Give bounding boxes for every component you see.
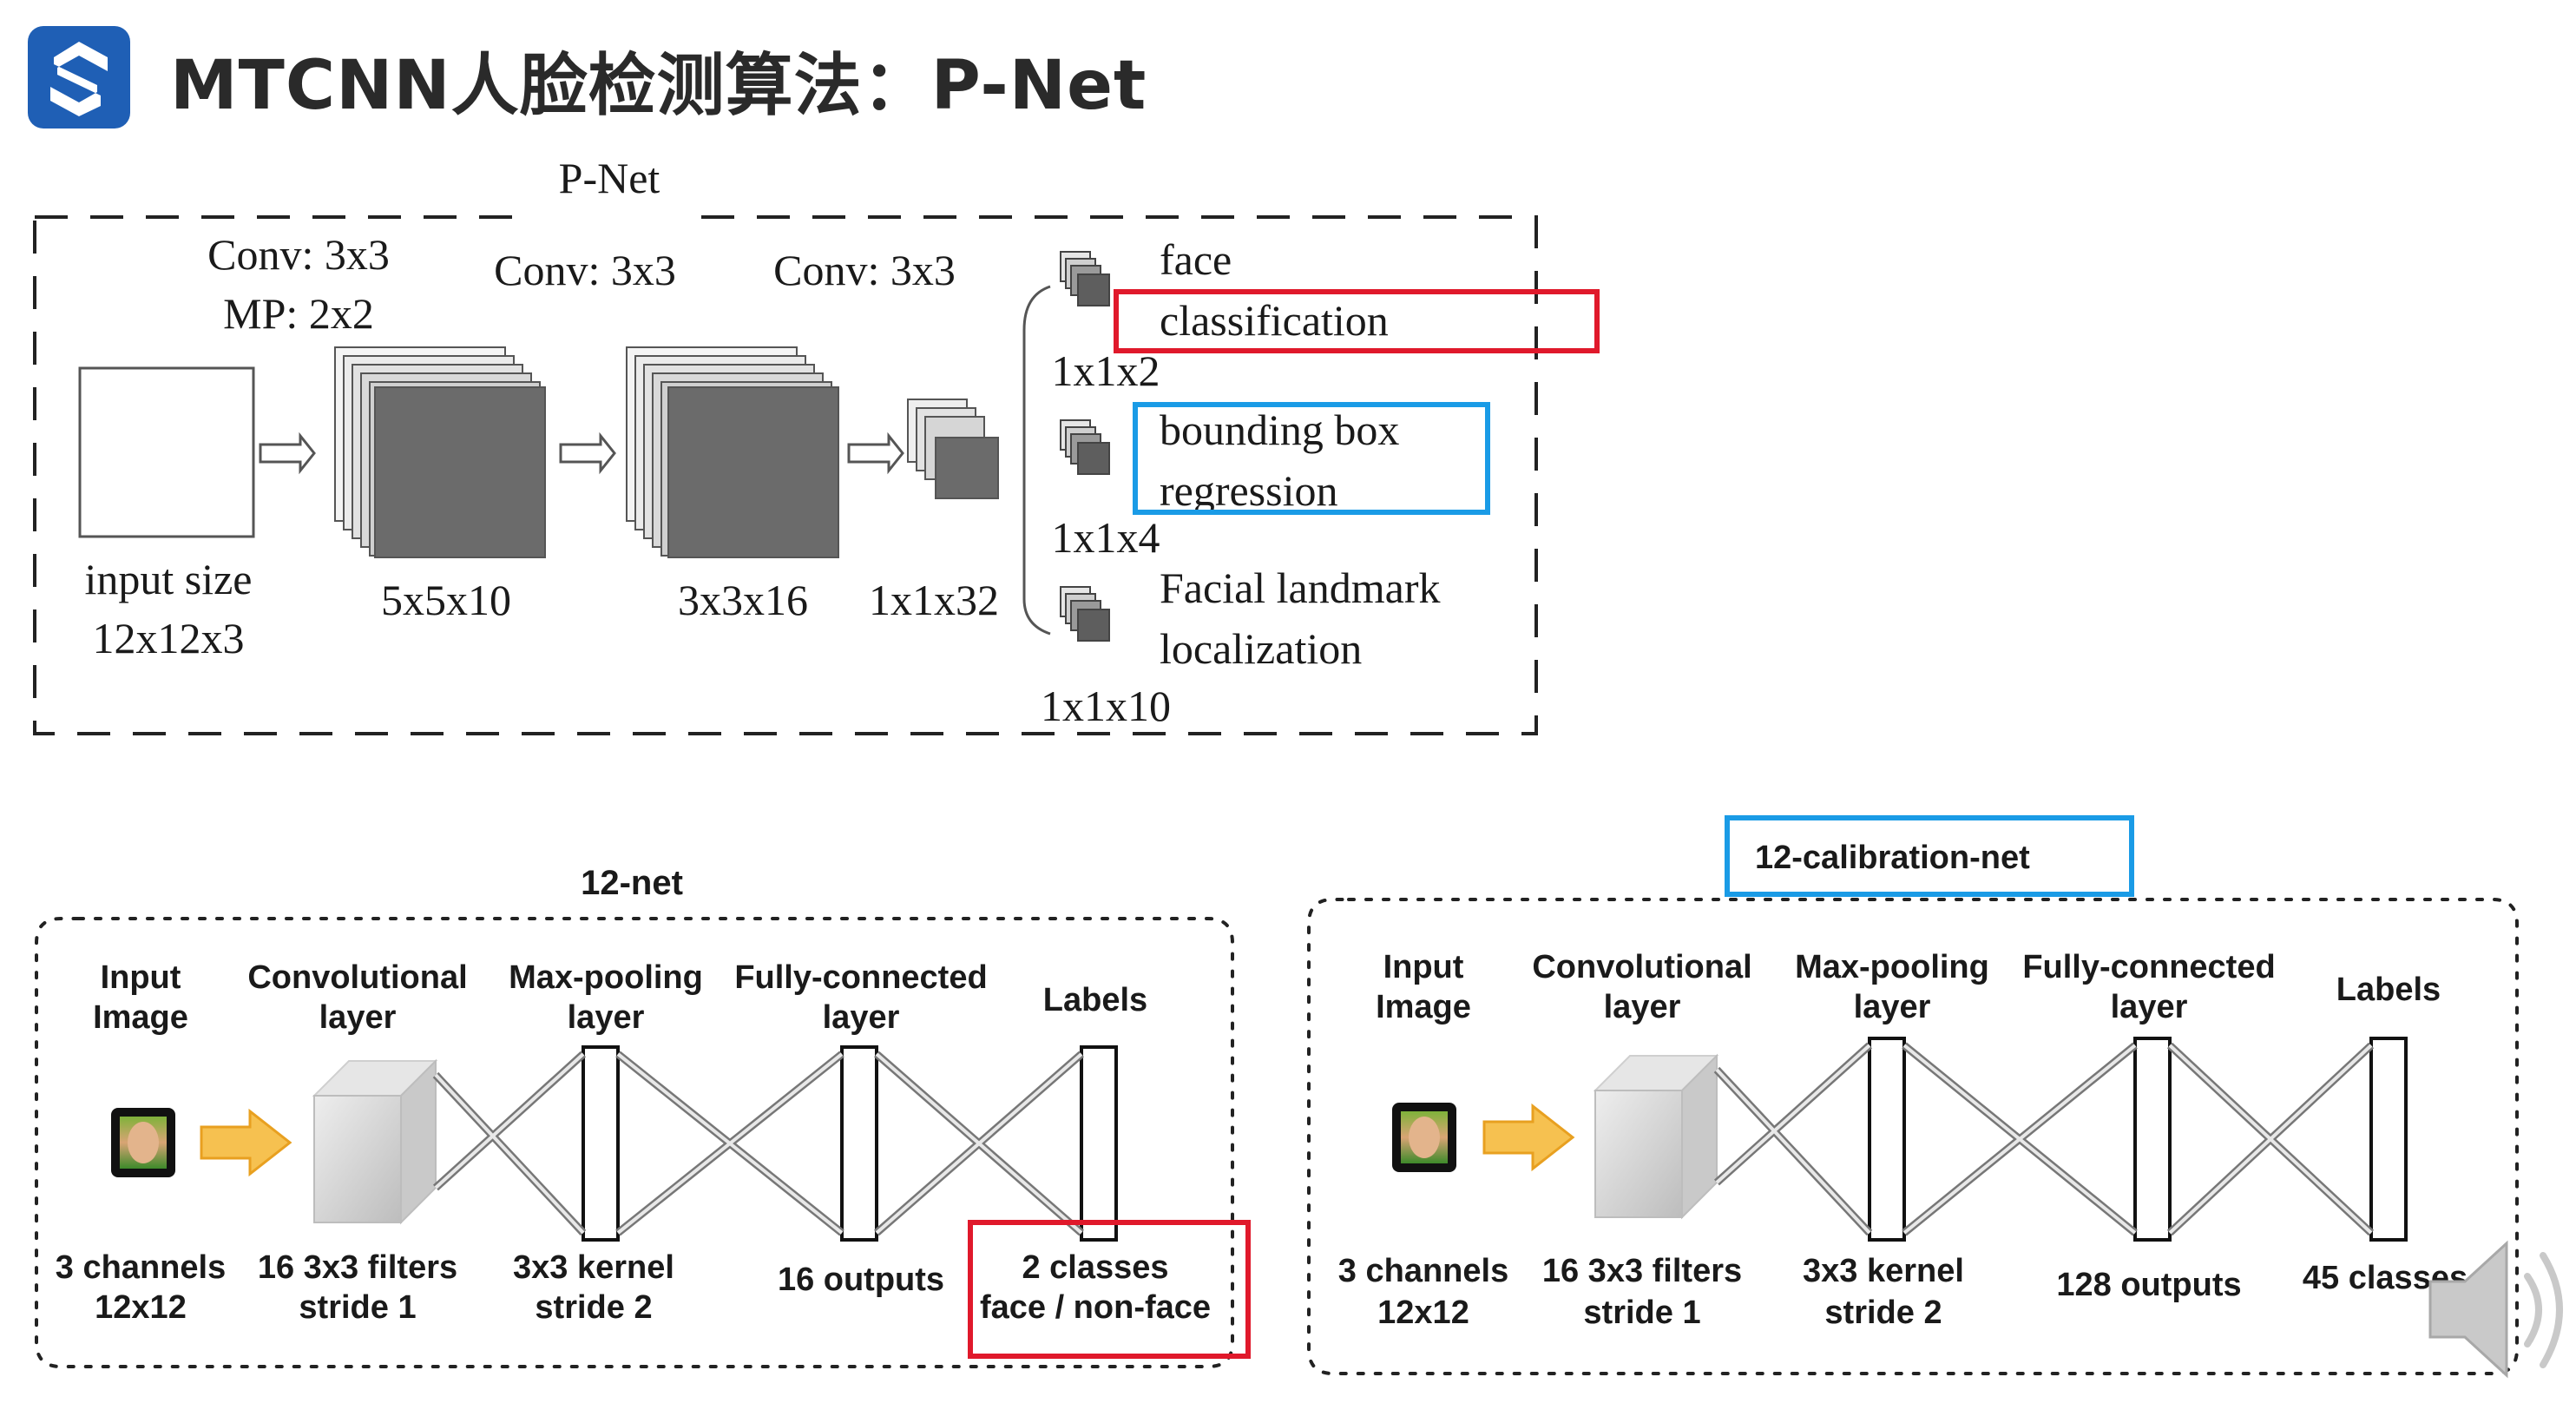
cal12-footer-pool-1: 3x3 kernel <box>1803 1253 1964 1289</box>
net12-footer-labels-1: 2 classes <box>1022 1249 1168 1286</box>
out3-label-b: localization <box>1160 624 1362 673</box>
cal12-footer-conv-2: stride 1 <box>1583 1295 1700 1331</box>
cal12-input-arrow <box>1482 1103 1575 1172</box>
out1-label-b: classification <box>1160 296 1389 345</box>
cal12-conv-cube <box>1593 1053 1719 1220</box>
net12-header-fc-1: Fully-connected <box>734 959 987 996</box>
output-stack-3 <box>1060 586 1110 642</box>
out1-size: 1x1x2 <box>1052 346 1160 395</box>
cal12-border <box>1307 898 2519 1375</box>
net12-footer-labels-2: face / non-face <box>980 1289 1211 1326</box>
cal12-header-pool-2: layer <box>1854 989 1931 1025</box>
cal12-pool-bar <box>1868 1037 1906 1242</box>
pnet-title: P-Net <box>559 154 660 202</box>
net12-header-conv-2: layer <box>319 999 397 1036</box>
net12-footer-input-2: 12x12 <box>95 1289 187 1326</box>
output-stack-1 <box>1060 251 1110 306</box>
arrow-3 <box>847 432 904 475</box>
cal12-header-conv-2: layer <box>1604 989 1681 1025</box>
pnet-border <box>33 215 1538 735</box>
input-size-label: input size <box>84 555 252 603</box>
cal12-header-labels: Labels <box>2336 972 2441 1008</box>
size3-label: 1x1x32 <box>869 576 999 624</box>
conv1-label: Conv: 3x3 <box>207 230 390 279</box>
cal12-header-pool-1: Max-pooling <box>1795 949 1989 985</box>
output-brace <box>1022 285 1051 636</box>
net12-header-fc-2: layer <box>823 999 900 1036</box>
speaker-icon[interactable] <box>2428 1240 2563 1379</box>
out3-label-a: Facial landmark <box>1160 563 1441 612</box>
cal12-footer-input-1: 3 channels <box>1338 1253 1508 1289</box>
cal12-footer-input-2: 12x12 <box>1377 1295 1469 1331</box>
size2-label: 3x3x16 <box>678 576 808 624</box>
net12-footer-pool-2: stride 2 <box>535 1289 652 1326</box>
cal12-fc-bar <box>2133 1037 2172 1242</box>
conv2-label: Conv: 3x3 <box>494 246 676 294</box>
net12-header-conv-1: Convolutional <box>247 959 467 996</box>
highlight-calibration-net <box>1725 815 2134 897</box>
out3-size: 1x1x10 <box>1041 682 1171 730</box>
slide-title: MTCNN人脸检测算法：P-Net <box>170 47 1147 125</box>
cal12-footer-fc: 128 outputs <box>2056 1267 2241 1303</box>
arrow-1 <box>259 432 316 475</box>
cal12-header-fc-2: layer <box>2111 989 2188 1025</box>
arrow-2 <box>559 432 616 475</box>
net12-labels-bar <box>1080 1045 1118 1242</box>
net12-pool-bar <box>582 1045 620 1242</box>
out2-size: 1x1x4 <box>1052 513 1160 562</box>
feature-stack-1 <box>334 346 546 558</box>
cal12-labels-bar <box>2369 1037 2408 1242</box>
highlight-2-classes <box>968 1220 1251 1359</box>
out1-label-a: face <box>1160 235 1232 284</box>
cal12-footer-conv-1: 16 3x3 filters <box>1542 1253 1742 1289</box>
net12-input-arrow <box>200 1108 292 1177</box>
input-dims-label: 12x12x3 <box>93 614 245 662</box>
net12-footer-fc: 16 outputs <box>778 1262 944 1298</box>
highlight-classification <box>1114 289 1600 353</box>
net12-title: 12-net <box>581 864 683 902</box>
output-stack-2 <box>1060 419 1110 475</box>
net12-header-labels: Labels <box>1043 982 1147 1018</box>
cal12-panel: 12-calibration-net Input Image Convoluti… <box>1307 815 2519 1375</box>
net12-header-pool-1: Max-pooling <box>509 959 703 996</box>
net12-footer-conv-2: stride 1 <box>299 1289 416 1326</box>
cal12-header-input-1: Input <box>1383 949 1464 985</box>
net12-footer-input-1: 3 channels <box>56 1249 226 1286</box>
feature-stack-2 <box>626 346 839 558</box>
conv3-label: Conv: 3x3 <box>773 246 956 294</box>
face-thumbnail-icon <box>111 1108 175 1177</box>
face-thumbnail-icon <box>1392 1103 1456 1172</box>
size1-label: 5x5x10 <box>381 576 511 624</box>
net12-connections <box>432 1051 1084 1236</box>
input-square <box>78 366 255 538</box>
net12-conv-cube <box>312 1058 438 1225</box>
net12-footer-conv-1: 16 3x3 filters <box>258 1249 457 1286</box>
net12-footer-pool-1: 3x3 kernel <box>513 1249 674 1286</box>
net12-panel: 12-net Input Image Convolutional layer M… <box>35 864 1251 1368</box>
brand-logo-icon <box>28 26 130 128</box>
cal12-header-conv-1: Convolutional <box>1532 949 1751 985</box>
cal12-header-fc-1: Fully-connected <box>2022 949 2275 985</box>
highlight-bbox-regression <box>1133 402 1490 515</box>
feature-stack-3 <box>907 399 999 499</box>
out2-label-a: bounding box <box>1160 405 1399 454</box>
out2-label-b: regression <box>1160 466 1338 515</box>
cal12-title: 12-calibration-net <box>1755 840 2030 876</box>
mp1-label: MP: 2x2 <box>223 289 374 338</box>
net12-fc-bar <box>840 1045 878 1242</box>
hollow-arrows <box>259 432 904 475</box>
net12-header-pool-2: layer <box>568 999 645 1036</box>
net12-header-input-2: Image <box>93 999 188 1036</box>
cal12-footer-pool-2: stride 2 <box>1824 1295 1942 1331</box>
cal12-header-input-2: Image <box>1376 989 1471 1025</box>
net12-header-input-1: Input <box>101 959 181 996</box>
